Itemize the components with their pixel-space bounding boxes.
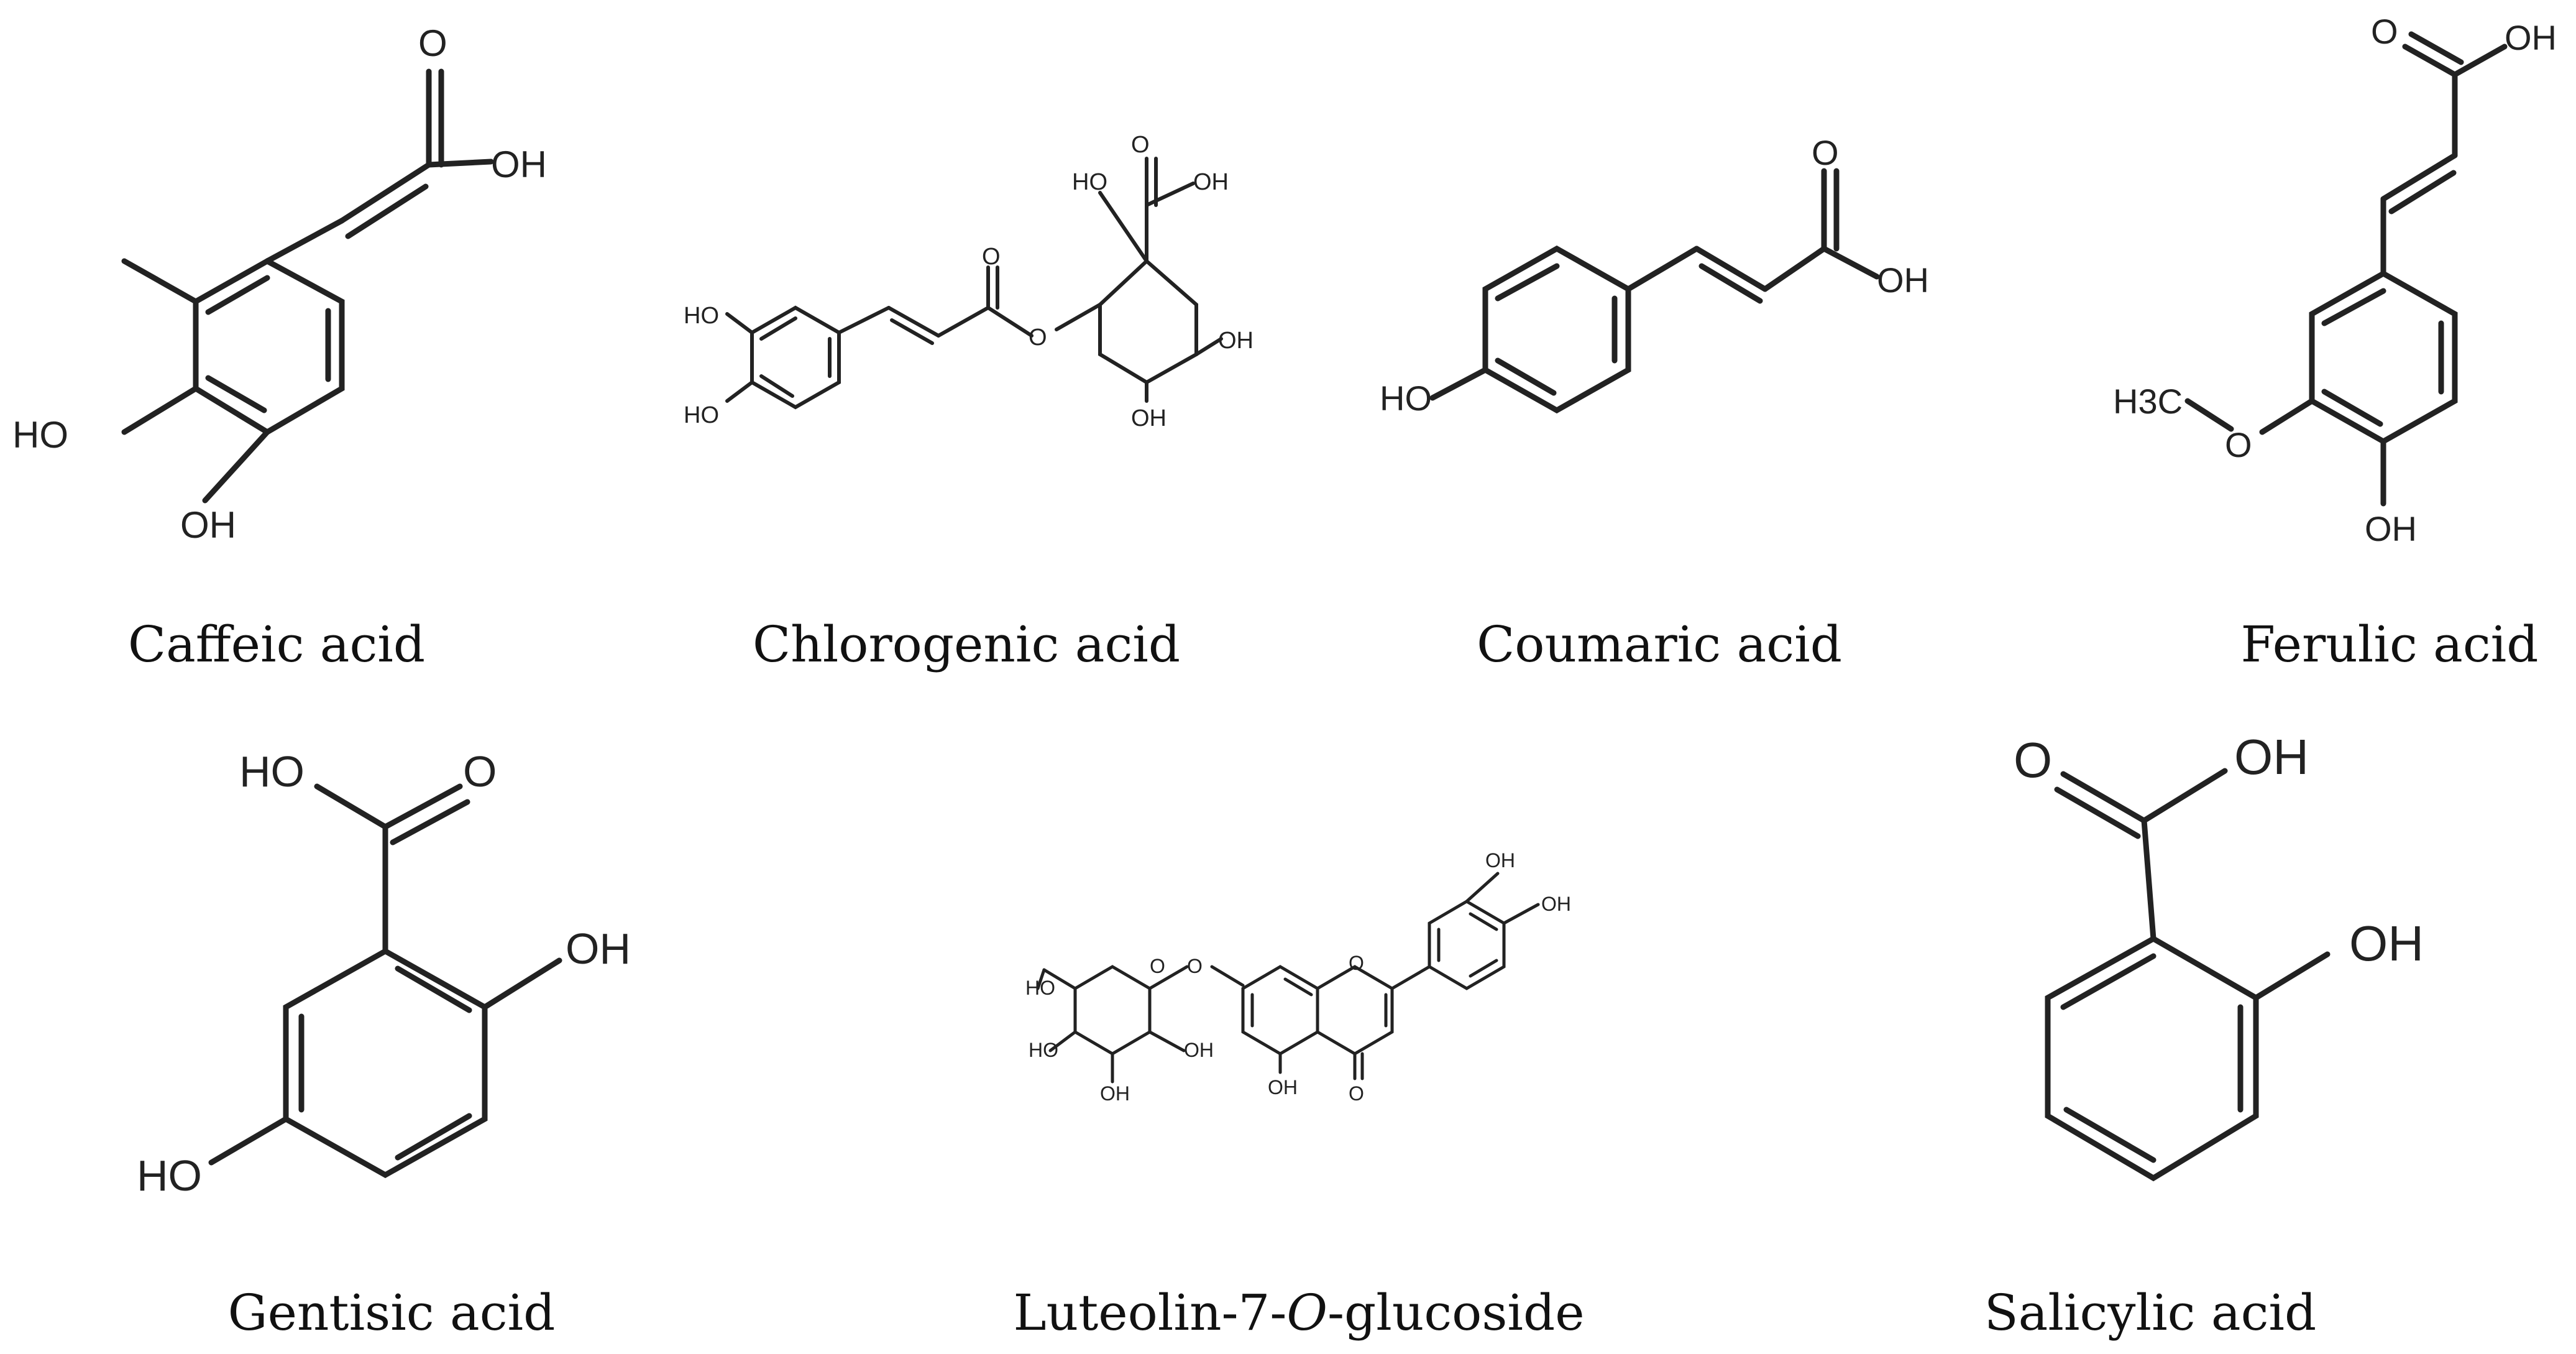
atom-label: O <box>982 244 1001 270</box>
atom-label: OH <box>1877 260 1929 300</box>
caption-part: Luteolin-7- <box>1013 1284 1287 1342</box>
atom-label: HO <box>1380 379 1432 418</box>
caption-chlorogenic-acid: Chlorogenic acid <box>752 615 1181 673</box>
atom-label: O <box>463 747 497 796</box>
luteolin-7-o-glucoside-structure <box>1036 872 1540 1084</box>
atom-label: OH <box>491 144 547 185</box>
atom-label: O <box>418 22 447 64</box>
atom-label: OH <box>1100 1082 1130 1105</box>
chlorogenic-acid-structure <box>725 157 1223 410</box>
atom-label: OH <box>1184 1039 1214 1061</box>
atom-label: HO <box>684 402 719 428</box>
atom-label: O <box>1029 325 1047 351</box>
caption-luteolin-7-o-glucoside: Luteolin-7-O-glucoside <box>1013 1284 1584 1342</box>
atom-label: O <box>1349 1082 1364 1105</box>
atom-label: OH <box>2365 509 2417 548</box>
atom-label: H3C <box>2113 382 2183 421</box>
gentisic-acid-structure <box>208 783 562 1179</box>
caption-caffeic-acid: Caffeic acid <box>127 615 426 673</box>
ferulic-acid-structure <box>2184 31 2508 507</box>
coumaric-acid-structure <box>1429 168 1880 414</box>
atom-label: HO <box>1072 169 1107 195</box>
atom-label: O <box>1349 952 1364 974</box>
atom-label: OH <box>1193 169 1229 195</box>
caffeic-acid-structure <box>121 68 494 504</box>
atom-label: OH <box>2505 18 2557 57</box>
atom-label: OH <box>1541 893 1571 915</box>
caption-salicylic-acid: Salicylic acid <box>1984 1284 2317 1342</box>
caption-coumaric-acid: Coumaric acid <box>1477 615 1842 673</box>
caption-ferulic-acid: Ferulic acid <box>2240 615 2539 673</box>
atom-label: O <box>1150 955 1165 977</box>
atom-label: OH <box>2234 729 2309 785</box>
atom-label: OH <box>1218 328 1254 354</box>
atom-label: HO <box>1025 977 1055 999</box>
atom-label: OH <box>1268 1076 1298 1098</box>
atom-label: O <box>2371 12 2398 51</box>
atom-label: O <box>1187 955 1203 977</box>
atom-label: OH <box>2349 916 2424 971</box>
atom-label: O <box>1812 133 1839 172</box>
atom-label: O <box>2014 732 2052 788</box>
atom-label: HO <box>1029 1039 1058 1061</box>
atom-label: HO <box>137 1151 202 1200</box>
atom-label: OH <box>1485 849 1515 872</box>
atom-label: OH <box>1131 405 1167 431</box>
atom-label: HO <box>12 414 68 456</box>
atom-label: O <box>1131 132 1150 158</box>
atom-labels: O OH HO OH HO O HO O HO O OH OH OH O OH … <box>12 12 2557 1200</box>
atom-label: OH <box>180 504 236 546</box>
caption-part: -glucoside <box>1327 1284 1585 1342</box>
atom-label: O <box>2225 425 2252 464</box>
caption-gentisic-acid: Gentisic acid <box>227 1284 556 1342</box>
atom-label: OH <box>566 924 631 973</box>
caption-part-italic: O <box>1286 1284 1328 1342</box>
atom-label: HO <box>684 303 719 329</box>
salicylic-acid-structure <box>2045 768 2331 1182</box>
atom-label: HO <box>239 747 305 796</box>
